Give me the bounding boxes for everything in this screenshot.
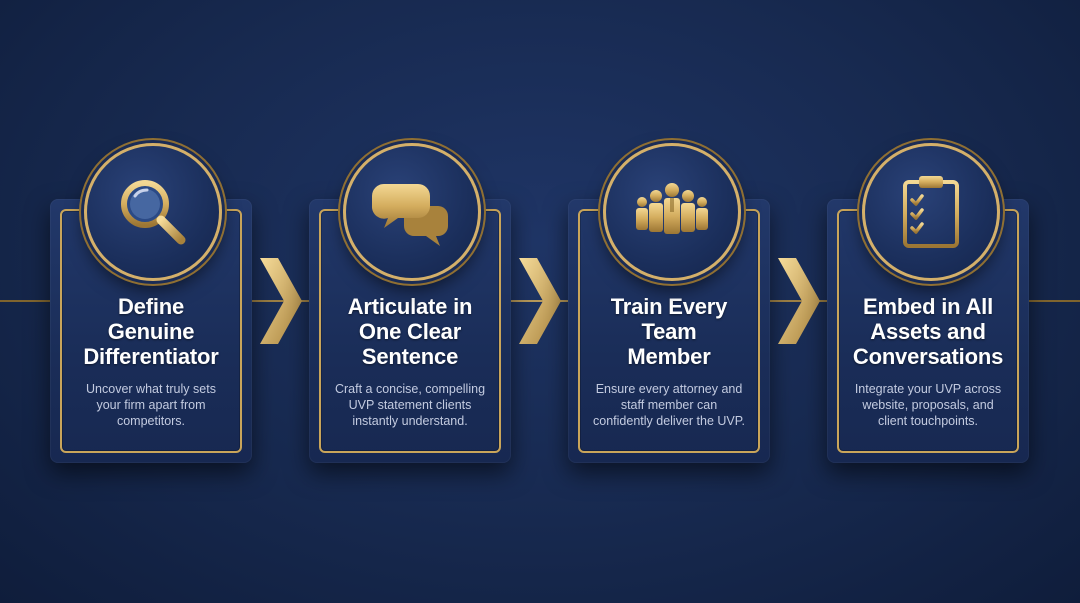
step-title: Define Genuine Differentiator — [83, 294, 219, 369]
checklist-clipboard-icon — [903, 176, 959, 248]
magnifying-glass-icon — [121, 180, 186, 245]
step-description: Craft a concise, compelling UVP statemen… — [334, 382, 486, 428]
step-title: Embed in All Assets and Conversations — [852, 294, 1004, 369]
step-description: Ensure every attorney and staff member c… — [593, 382, 745, 428]
step-medallion-3 — [603, 143, 741, 281]
chevron-right-icon — [778, 258, 820, 344]
step-title: Train Every Team Member — [610, 294, 728, 369]
step-description: Integrate your UVP across website, propo… — [854, 382, 1002, 428]
step-description: Uncover what truly sets your firm apart … — [86, 382, 216, 428]
step-medallion-1 — [84, 143, 222, 281]
step-medallion-4 — [862, 143, 1000, 281]
chevron-right-icon — [519, 258, 561, 344]
step-medallion-2 — [343, 143, 481, 281]
step-title: Articulate in One Clear Sentence — [347, 294, 473, 369]
chevron-right-icon — [260, 258, 302, 344]
speech-bubbles-icon — [371, 184, 448, 246]
step-card-1: Define Genuine Differentiator Uncover wh… — [50, 199, 252, 463]
team-people-icon — [636, 183, 708, 234]
process-connector-line — [0, 300, 1080, 302]
